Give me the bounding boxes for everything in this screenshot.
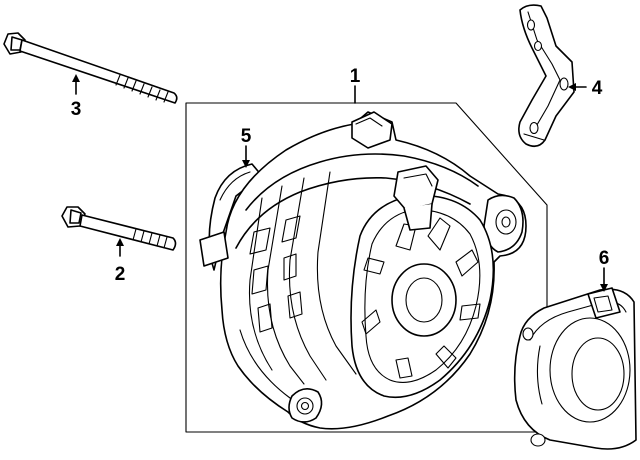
arrow-5: [242, 160, 250, 168]
alternator-part: [199, 111, 527, 430]
callout-leaders: [72, 74, 608, 292]
callout-labels: 1 2 3 4 5 6: [71, 66, 610, 285]
rear-housing-cover-part: [513, 287, 637, 450]
arrow-6: [600, 284, 608, 292]
callout-6: 6: [599, 248, 610, 269]
arrow-3: [72, 74, 80, 82]
arrow-2: [116, 238, 124, 246]
arrow-4: [568, 83, 576, 91]
callout-1: 1: [350, 66, 361, 87]
callout-3: 3: [71, 99, 82, 120]
callout-5: 5: [241, 126, 252, 147]
upper-bolt-part: [3, 32, 178, 104]
bracket-part: [518, 4, 575, 148]
callout-4: 4: [592, 78, 603, 99]
callout-2: 2: [115, 264, 126, 285]
lower-bolt-part: [61, 206, 177, 251]
